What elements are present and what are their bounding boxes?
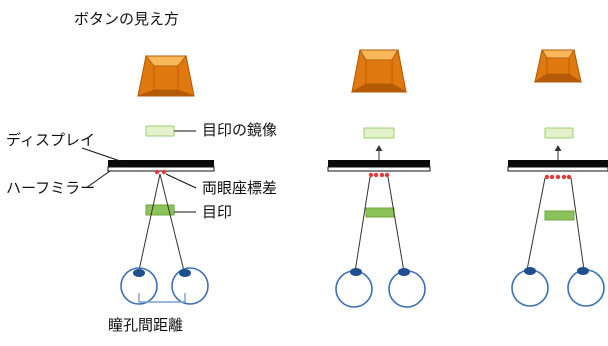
- disparity-marks: [368, 172, 390, 178]
- ipd-label: 瞳孔間距離: [108, 316, 184, 334]
- disparity-marks: [544, 174, 572, 180]
- panel-1: [81, 55, 215, 305]
- arrow-up-icon: [375, 145, 383, 160]
- display-label: ディスプレイ: [6, 131, 95, 149]
- marker-label: 目印: [202, 203, 233, 221]
- display-leader: [81, 147, 127, 164]
- mirror-image-marker: [145, 125, 175, 137]
- marker: [145, 204, 175, 216]
- marker: [365, 207, 395, 218]
- panel-3: [507, 48, 608, 307]
- display-bar: [508, 160, 608, 167]
- half-mirror: [327, 166, 431, 172]
- right-eye-icon: [388, 268, 426, 308]
- mirror-image-marker: [363, 127, 395, 139]
- mirror-image-marker: [544, 127, 574, 139]
- display-bar: [328, 160, 430, 167]
- half-mirror-leader: [85, 170, 111, 189]
- display-bar: [108, 160, 214, 167]
- disparity-leader: [165, 173, 197, 189]
- ipd-bracket: [138, 293, 186, 303]
- button-3d-icon: [350, 48, 408, 93]
- left-eye-icon: [335, 268, 373, 308]
- left-eye-icon: [511, 267, 549, 307]
- mirror-image-label: 目印の鏡像: [202, 121, 278, 139]
- left-eye-icon: [120, 267, 158, 305]
- sight-lines: [526, 177, 585, 271]
- right-eye-icon: [171, 267, 209, 305]
- diagram-title: ボタンの見え方: [74, 10, 180, 28]
- sight-lines: [354, 176, 405, 273]
- button-3d-icon: [533, 48, 583, 83]
- arrow-up-icon: [554, 145, 562, 160]
- half-mirror-label: ハーフミラー: [6, 179, 96, 197]
- sight-lines: [137, 173, 186, 276]
- button-3d-icon: [137, 55, 195, 97]
- marker: [544, 210, 575, 221]
- disparity-label: 両眼座標差: [202, 179, 278, 197]
- half-mirror: [507, 166, 608, 172]
- half-mirror: [107, 166, 215, 172]
- right-eye-icon: [567, 267, 605, 307]
- disparity-marks: [154, 169, 167, 175]
- panel-2: [327, 48, 431, 308]
